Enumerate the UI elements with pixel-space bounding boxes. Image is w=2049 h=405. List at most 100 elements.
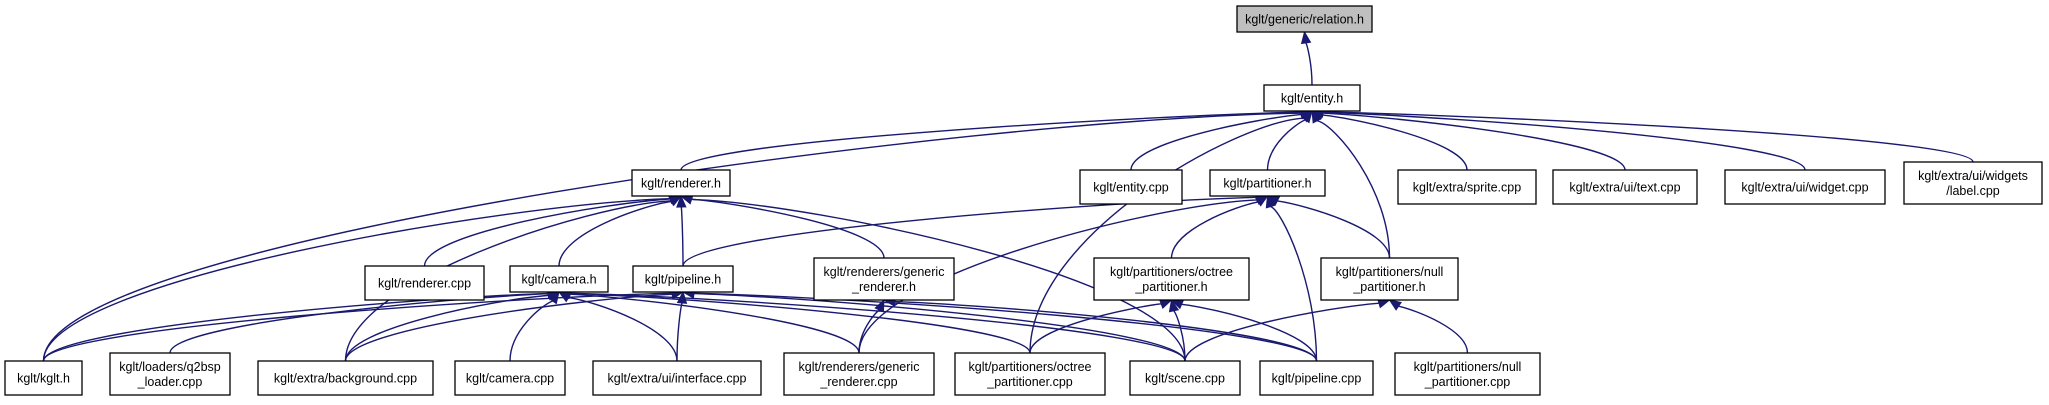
edge-line bbox=[344, 293, 673, 362]
node-generic-renderer-cpp[interactable]: kglt/renderers/generic_renderer.cpp bbox=[783, 352, 935, 396]
node-renderer[interactable]: kglt/renderer.h bbox=[631, 169, 731, 197]
node-label: kglt/partitioners/octree bbox=[969, 360, 1092, 374]
edge-line bbox=[1181, 303, 1318, 362]
edge-kglt_h-includes-entity bbox=[42, 108, 1314, 362]
node-pipeline[interactable]: kglt/pipeline.h bbox=[632, 265, 734, 293]
node-label: _partitioner.cpp bbox=[1424, 375, 1511, 389]
edge-line bbox=[1305, 42, 1313, 86]
node-label: kglt/entity.h bbox=[1281, 92, 1343, 106]
edge-line bbox=[858, 309, 880, 354]
node-label: kglt/partitioners/octree bbox=[1110, 265, 1233, 279]
node-entity[interactable]: kglt/entity.h bbox=[1263, 84, 1361, 112]
edge-line bbox=[682, 196, 1257, 267]
node-kglt-h[interactable]: kglt/kglt.h bbox=[4, 360, 83, 396]
node-octree-cpp[interactable]: kglt/partitioners/octree_partitioner.cpp bbox=[954, 352, 1106, 396]
edge-pipeline_cpp-includes-partitioner bbox=[1265, 194, 1318, 362]
node-q2bsp[interactable]: kglt/loaders/q2bsp_loader.cpp bbox=[109, 352, 231, 396]
node-box bbox=[509, 265, 609, 293]
node-label: kglt/camera.h bbox=[521, 273, 596, 287]
edge-camera_cpp-includes-camera bbox=[509, 290, 560, 362]
node-text-cpp[interactable]: kglt/extra/ui/text.cpp bbox=[1552, 169, 1698, 205]
node-label: _loader.cpp bbox=[137, 375, 203, 389]
arrow-head bbox=[1300, 30, 1312, 45]
node-label: _renderer.cpp bbox=[819, 375, 897, 389]
edge-text_cpp-includes-entity bbox=[1310, 107, 1626, 171]
node-camera-cpp[interactable]: kglt/camera.cpp bbox=[454, 360, 566, 396]
edge-line bbox=[1130, 113, 1302, 171]
node-box bbox=[813, 257, 955, 301]
edge-line bbox=[344, 294, 549, 362]
node-scene-cpp[interactable]: kglt/scene.cpp bbox=[1129, 360, 1241, 396]
node-background[interactable]: kglt/extra/background.cpp bbox=[257, 360, 434, 396]
node-label: kglt/partitioner.h bbox=[1223, 177, 1311, 191]
edge-pipeline-includes-renderer bbox=[676, 194, 687, 267]
node-null-h[interactable]: kglt/partitioners/null_partitioner.h bbox=[1320, 257, 1459, 301]
edge-line bbox=[344, 200, 672, 362]
edge-line bbox=[1322, 111, 1806, 171]
edge-generic_renderer_cpp-includes-generic_renderer_h bbox=[858, 298, 885, 354]
node-widget-cpp[interactable]: kglt/extra/ui/widget.cpp bbox=[1724, 169, 1886, 205]
node-label: kglt/extra/ui/widget.cpp bbox=[1741, 181, 1868, 195]
node-octree-h[interactable]: kglt/partitioners/octree_partitioner.h bbox=[1093, 257, 1250, 301]
node-label: _partitioner.cpp bbox=[986, 375, 1073, 389]
edge-line bbox=[1170, 201, 1259, 259]
node-label: _partitioner.h bbox=[1134, 280, 1207, 294]
edge-scene_cpp-includes-null_h bbox=[1184, 298, 1391, 362]
node-label: kglt/scene.cpp bbox=[1145, 372, 1225, 386]
edge-line bbox=[42, 292, 549, 362]
node-box bbox=[783, 352, 935, 396]
edge-line bbox=[1184, 302, 1380, 362]
node-label: kglt/entity.cpp bbox=[1093, 181, 1169, 195]
node-renderer-cpp[interactable]: kglt/renderer.cpp bbox=[364, 265, 485, 301]
edge-line bbox=[1398, 305, 1469, 354]
edge-line bbox=[1029, 117, 1304, 354]
node-camera[interactable]: kglt/camera.h bbox=[509, 265, 609, 293]
node-box bbox=[1903, 161, 2043, 205]
node-label: kglt/extra/sprite.cpp bbox=[1413, 181, 1521, 195]
arrow-head bbox=[1299, 110, 1314, 123]
node-pipeline-cpp[interactable]: kglt/pipeline.cpp bbox=[1259, 360, 1374, 396]
edge-line bbox=[1266, 119, 1306, 171]
node-null-cpp[interactable]: kglt/partitioners/null_partitioner.cpp bbox=[1394, 352, 1541, 396]
node-box bbox=[1320, 257, 1459, 301]
node-box bbox=[364, 265, 485, 301]
node-label: kglt/renderer.cpp bbox=[378, 277, 471, 291]
node-sprite-cpp[interactable]: kglt/extra/sprite.cpp bbox=[1397, 169, 1537, 205]
edge-renderer-includes-entity bbox=[680, 106, 1314, 171]
edge-line bbox=[1173, 310, 1186, 362]
edge-line bbox=[423, 198, 671, 267]
node-box bbox=[454, 360, 566, 396]
node-box bbox=[632, 265, 734, 293]
edge-line bbox=[680, 111, 1302, 171]
node-entity-cpp[interactable]: kglt/entity.cpp bbox=[1079, 169, 1183, 205]
node-box bbox=[257, 360, 434, 396]
node-box bbox=[1263, 84, 1361, 112]
edge-line bbox=[693, 292, 1186, 362]
node-label: kglt/partitioners/null bbox=[1336, 265, 1444, 279]
edge-renderer_cpp-includes-renderer bbox=[423, 193, 683, 267]
arrow-head bbox=[1158, 299, 1173, 309]
edge-line bbox=[1270, 205, 1318, 362]
arrow-head bbox=[1265, 194, 1276, 209]
node-box bbox=[1236, 5, 1373, 33]
node-box bbox=[954, 352, 1106, 396]
node-partitioner[interactable]: kglt/partitioner.h bbox=[1209, 169, 1326, 197]
graph-nodes: kglt/generic/relation.h kglt/entity.h kglt… bbox=[4, 5, 2043, 396]
node-box bbox=[4, 360, 83, 396]
edge-sprite_cpp-includes-entity bbox=[1310, 110, 1468, 171]
node-interface-cpp[interactable]: kglt/extra/ui/interface.cpp bbox=[592, 360, 762, 396]
node-label-cpp[interactable]: kglt/extra/ui/widgets/label.cpp bbox=[1903, 161, 2043, 205]
edge-null_cpp-includes-null_h bbox=[1388, 299, 1469, 354]
node-box bbox=[1079, 169, 1183, 205]
node-box bbox=[1552, 169, 1698, 205]
edge-background-includes-camera bbox=[344, 290, 561, 362]
edge-line bbox=[1322, 112, 1626, 171]
node-label: kglt/pipeline.h bbox=[645, 273, 721, 287]
edge-line bbox=[1322, 114, 1468, 171]
node-relation[interactable]: kglt/generic/relation.h bbox=[1236, 5, 1373, 33]
node-box bbox=[1397, 169, 1537, 205]
node-label: _renderer.h bbox=[851, 280, 916, 294]
edge-null_h-includes-entity bbox=[1311, 109, 1391, 259]
node-generic-renderer-h[interactable]: kglt/renderers/generic_renderer.h bbox=[813, 257, 955, 301]
